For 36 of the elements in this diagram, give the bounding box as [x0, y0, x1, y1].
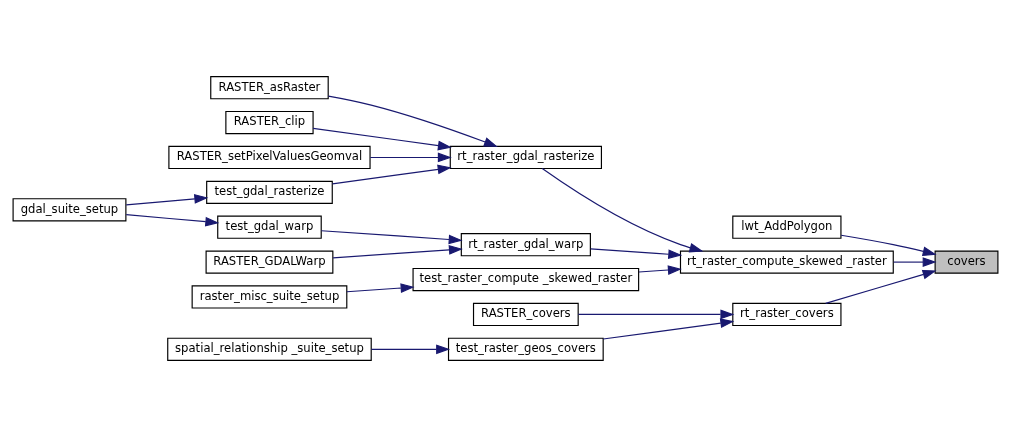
node-box: raster_misc_suite_setup: [191, 285, 348, 309]
node-box: gdal_suite_setup: [12, 198, 127, 222]
node-box: test_raster_compute _skewed_raster: [412, 267, 640, 292]
node-box: rt_raster_compute_skewed _raster: [679, 250, 894, 274]
arrow: [346, 283, 415, 293]
arrow: [840, 234, 937, 257]
arrow: [125, 194, 209, 206]
node-box: RASTER_clip: [225, 110, 314, 135]
arrow: [327, 95, 498, 147]
node-box: covers: [934, 250, 999, 274]
arrow: [312, 127, 452, 151]
arrow: [125, 214, 220, 227]
node-box: RASTER_covers: [472, 302, 579, 327]
arrow: [541, 168, 704, 253]
node-box: test_gdal_warp: [217, 215, 322, 239]
node-box: spatial_relationship _suite_setup: [167, 337, 372, 361]
node-box: rt_raster_gdal_warp: [460, 233, 591, 257]
node-box: RASTER_setPixelValuesGeomval: [168, 145, 371, 170]
arrow: [369, 152, 452, 163]
node-box: lwt_AddPolygon: [732, 215, 842, 239]
arrow: [370, 344, 451, 355]
node-box: RASTER_GDALWarp: [205, 250, 334, 274]
node-box: test_gdal_rasterize: [206, 180, 333, 204]
node-box: RASTER_asRaster: [210, 76, 329, 100]
arrow: [825, 269, 937, 304]
node-box: test_raster_geos_covers: [447, 337, 604, 361]
arrow: [590, 248, 683, 260]
arrow: [577, 309, 735, 320]
arrow: [331, 164, 452, 185]
arrow: [893, 257, 937, 267]
arrow: [320, 230, 463, 245]
node-box: rt_raster_covers: [732, 302, 842, 327]
node-box: rt_raster_gdal_rasterize: [449, 145, 602, 170]
arrow: [332, 245, 463, 259]
arrow: [602, 318, 735, 340]
arrow: [638, 265, 682, 275]
